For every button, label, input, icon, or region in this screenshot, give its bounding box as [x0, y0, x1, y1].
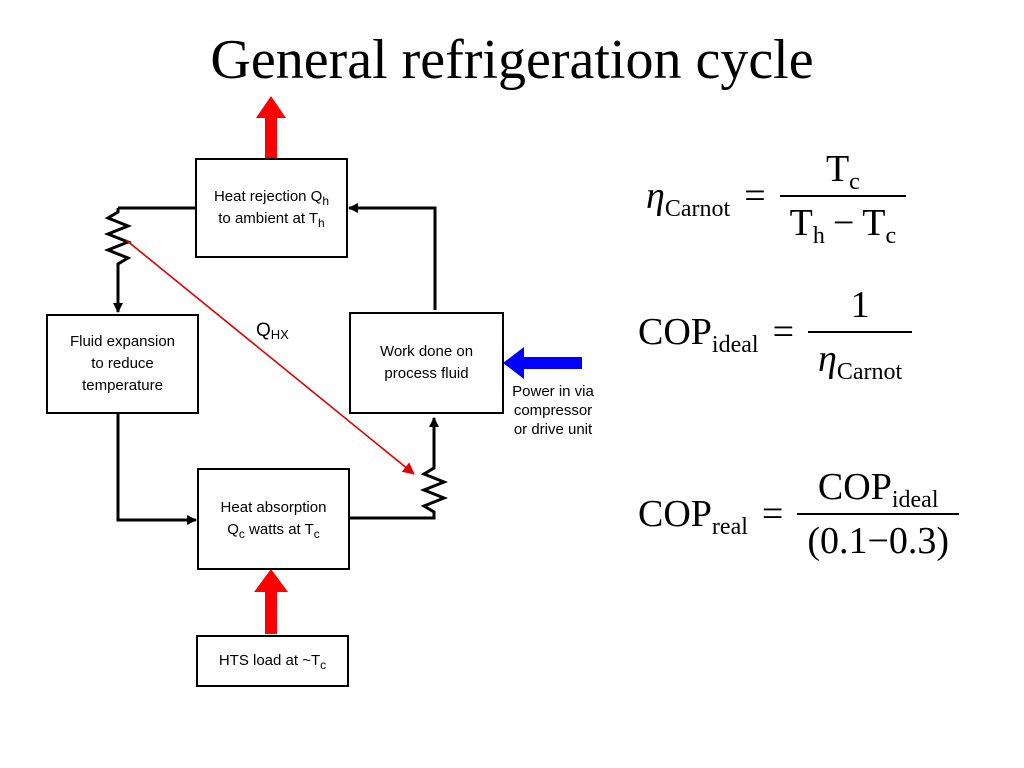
- eq1-equals: =: [744, 175, 766, 217]
- heat-absorption-box: Heat absorption Qc watts at Tc: [197, 468, 350, 570]
- heat-rejection-arrow: [256, 96, 286, 158]
- flow-line-to-heat-rejection: [348, 203, 437, 310]
- heat-absorption-line1: Heat absorption: [220, 499, 327, 516]
- eq1-fraction-bar: [779, 195, 907, 197]
- hts-load-box: HTS load at ~Tc: [196, 635, 349, 687]
- hts-heat-input-arrow: [254, 569, 288, 634]
- qhx-label: QHX: [256, 320, 289, 342]
- eq2-fraction-bar: [808, 331, 912, 333]
- flow-line-to-heat-absorption: [116, 414, 197, 525]
- right-zigzag-coil: [419, 464, 449, 520]
- heat-absorption-line2: Qc watts at Tc: [227, 521, 320, 541]
- eq3-fraction-bar: [797, 513, 960, 515]
- eq3-numerator: COPideal: [817, 466, 939, 513]
- power-input-label: Power in via compressor or drive unit: [498, 382, 608, 439]
- work-done-line1: Work done on: [379, 343, 474, 360]
- eq1-numerator: Tc: [825, 148, 860, 195]
- equation-carnot-efficiency: ηCarnot = Tc Th−Tc: [646, 146, 907, 249]
- eq2-denominator: ηCarnot: [818, 338, 903, 385]
- fluid-expansion-line1: Fluid expansion: [69, 333, 176, 350]
- fluid-expansion-line2: to reduce: [91, 355, 154, 372]
- eq2-lhs: COPideal: [638, 311, 759, 358]
- fluid-expansion-box: Fluid expansion to reduce temperature: [46, 314, 199, 414]
- eq1-fraction: Tc Th−Tc: [779, 146, 907, 249]
- power-label-line3: or drive unit: [513, 421, 593, 438]
- heat-rejection-line1: Heat rejection Qh: [213, 188, 330, 208]
- heat-rejection-line2: to ambient at Th: [218, 210, 325, 230]
- eq3-fraction: COPideal (0.1−0.3): [797, 464, 960, 564]
- power-label-line1: Power in via: [512, 383, 594, 400]
- equation-cop-ideal: COPideal = 1 ηCarnot: [638, 282, 912, 385]
- fluid-expansion-line3: temperature: [82, 377, 163, 394]
- eq2-fraction: 1 ηCarnot: [808, 282, 912, 385]
- eq3-lhs: COPreal: [638, 493, 748, 540]
- eq3-equals: =: [761, 493, 784, 535]
- hts-load-label: HTS load at ~Tc: [218, 652, 327, 672]
- heat-rejection-box: Heat rejection Qh to ambient at Th: [195, 158, 348, 258]
- slide-title: General refrigeration cycle: [210, 29, 814, 91]
- eq2-equals: =: [772, 311, 794, 353]
- eq3-denominator: (0.1−0.3): [807, 520, 950, 562]
- eq1-denominator: Th−Tc: [789, 202, 897, 249]
- power-label-line2: compressor: [513, 402, 593, 419]
- power-input-arrow: [503, 347, 582, 379]
- eq1-lhs: ηCarnot: [646, 175, 731, 222]
- equation-cop-real: COPreal = COPideal (0.1−0.3): [638, 464, 960, 564]
- work-done-line2: process fluid: [384, 365, 469, 382]
- work-done-box: Work done on process fluid: [349, 312, 504, 414]
- left-zigzag-coil: [103, 208, 133, 268]
- eq2-numerator: 1: [850, 284, 870, 326]
- qhx-heat-exchange-line: [125, 239, 415, 475]
